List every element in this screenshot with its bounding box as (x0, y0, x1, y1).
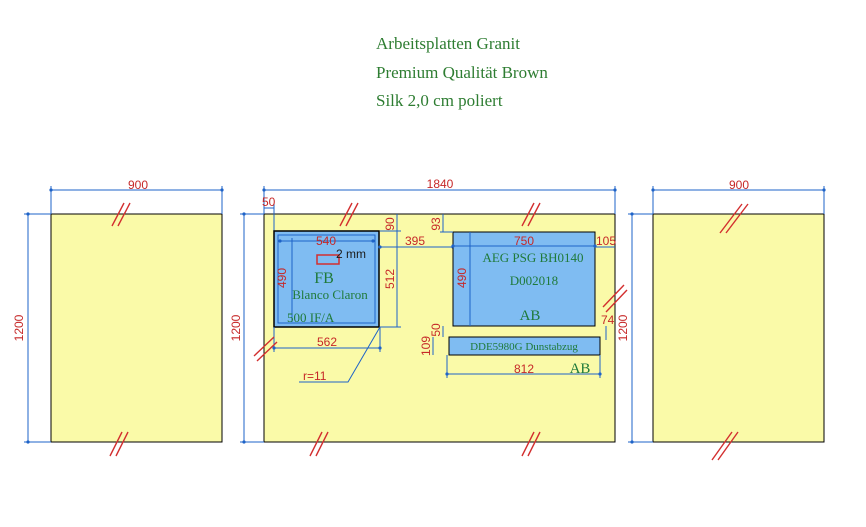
right-width-label: 900 (729, 178, 749, 192)
sink-height-label: 490 (275, 268, 289, 288)
left-panel: 900 1200 (12, 178, 224, 457)
title-line-2: Premium Qualität Brown (376, 63, 548, 82)
cut-mark-icon (253, 202, 628, 457)
hob-cutout (452, 231, 596, 327)
left-height-label: 1200 (12, 314, 26, 341)
hob-name: AEG PSG BH0140 (482, 250, 583, 265)
main-height-label: 1200 (229, 314, 243, 341)
sink-gap-marker (316, 254, 340, 265)
hood-cutout (448, 336, 601, 356)
right-height-label: 1200 (616, 314, 630, 341)
left-width-label: 900 (128, 178, 148, 192)
left-panel-slab (50, 213, 223, 443)
sink-model: 500 IF/A (287, 310, 335, 325)
sink-top-offset-label: 90 (383, 217, 397, 231)
hob-right-offset-label: 105 (596, 234, 616, 248)
corner-radius-label: r=11 (303, 369, 327, 383)
sink-outer-height-label: 512 (383, 269, 397, 289)
hob-bottom-offset-label: 74 (601, 313, 615, 327)
right-panel: 900 1200 (616, 178, 826, 461)
cut-mark-icon (109, 202, 131, 457)
sink-gap-label: 2 mm (336, 247, 366, 261)
hob-width-label: 750 (514, 234, 534, 248)
main-width-label: 1840 (427, 177, 454, 191)
title-line-3: Silk 2,0 cm poliert (376, 91, 503, 110)
sink-outer-width-label: 562 (317, 335, 337, 349)
sink-width-label: 540 (316, 234, 336, 248)
hob-top-offset-label: 93 (429, 217, 443, 231)
title-line-1: Arbeitsplatten Granit (376, 34, 520, 53)
hood-code: AB (570, 361, 591, 377)
cut-mark-icon (711, 203, 749, 461)
hood-height-label: 109 (419, 336, 433, 356)
hood-width-label: 812 (514, 362, 534, 376)
hood-gap-label: 50 (429, 323, 443, 337)
right-panel-slab (652, 213, 825, 443)
hob-model: D002018 (510, 273, 558, 288)
hood-name: DDE5980G Dunstabzug (470, 341, 578, 353)
hob-height-label: 490 (455, 268, 469, 288)
hob-code: AB (520, 308, 541, 324)
main-panel: 1840 1200 50 540 490 2 mm FB Blanco Clar… (229, 177, 628, 457)
gap-between-label: 395 (405, 234, 425, 248)
sink-name: Blanco Claron (292, 287, 368, 302)
sink-left-offset-label: 50 (262, 195, 276, 209)
sink-code: FB (314, 270, 334, 287)
